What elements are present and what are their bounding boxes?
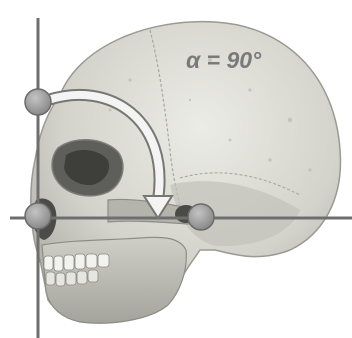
ear-marker [188,204,214,230]
top-marker [25,89,51,115]
angle-label: α = 90° [186,47,262,73]
intersection-marker [25,203,51,229]
